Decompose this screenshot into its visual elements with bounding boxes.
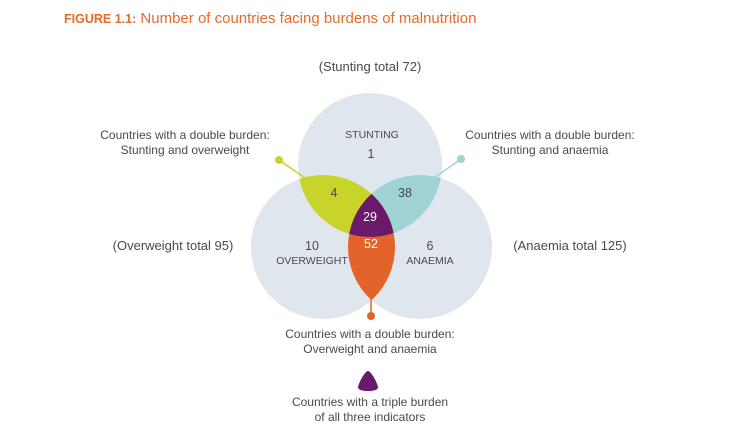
overweight-label: OVERWEIGHT — [276, 255, 348, 267]
callout-stunting-overweight-line1: Countries with a double burden: — [100, 128, 270, 142]
stunting-label: STUNTING — [345, 129, 399, 141]
callout-overweight-anaemia-line2: Overweight and anaemia — [303, 342, 437, 356]
overweight-anaemia-value: 52 — [364, 237, 378, 251]
anaemia-label: ANAEMIA — [406, 255, 453, 267]
callout-stunting-overweight-line2: Stunting and overweight — [120, 143, 250, 157]
overweight-total: (Overweight total 95) — [112, 238, 234, 253]
callout-stunting-anaemia-line1: Countries with a double burden: — [465, 128, 635, 142]
overweight-only-value: 10 — [305, 239, 319, 253]
triple-value: 29 — [363, 210, 377, 224]
stunting-only-value: 1 — [368, 147, 375, 161]
stunting-anaemia-connector — [433, 158, 462, 179]
stunting-anaemia-value: 38 — [398, 186, 412, 200]
figure-title-text: Number of countries facing burdens of ma… — [140, 10, 477, 27]
callout-stunting-anaemia: Countries with a double burden: Stunting… — [460, 128, 640, 158]
callout-triple-line1: Countries with a triple burden — [291, 395, 449, 409]
stunting-overweight-value: 4 — [331, 186, 338, 200]
stunting-anaemia-dot — [457, 155, 465, 163]
callout-stunting-anaemia-line2: Stunting and anaemia — [491, 143, 609, 157]
anaemia-total: (Anaemia total 125) — [513, 238, 627, 253]
triple-region — [348, 175, 395, 237]
stunting-total: (Stunting total 72) — [318, 59, 422, 74]
figure-title: FIGURE 1.1: Number of countries facing b… — [64, 10, 476, 27]
callout-overweight-anaemia: Countries with a double burden: Overweig… — [280, 327, 460, 357]
callout-overweight-anaemia-line1: Countries with a double burden: — [285, 327, 455, 341]
figure-number: FIGURE 1.1: — [64, 12, 137, 26]
anaemia-only-value: 6 — [427, 239, 434, 253]
triple-burden-triangle-icon — [358, 371, 378, 391]
callout-stunting-overweight: Countries with a double burden: Stunting… — [95, 128, 275, 158]
stunting-overweight-connector — [278, 159, 309, 181]
callout-triple-line2: of all three indicators — [314, 410, 426, 424]
overweight-anaemia-dot — [367, 312, 375, 320]
callout-triple: Countries with a triple burden of all th… — [280, 395, 460, 425]
stunting-overweight-dot — [275, 156, 283, 164]
